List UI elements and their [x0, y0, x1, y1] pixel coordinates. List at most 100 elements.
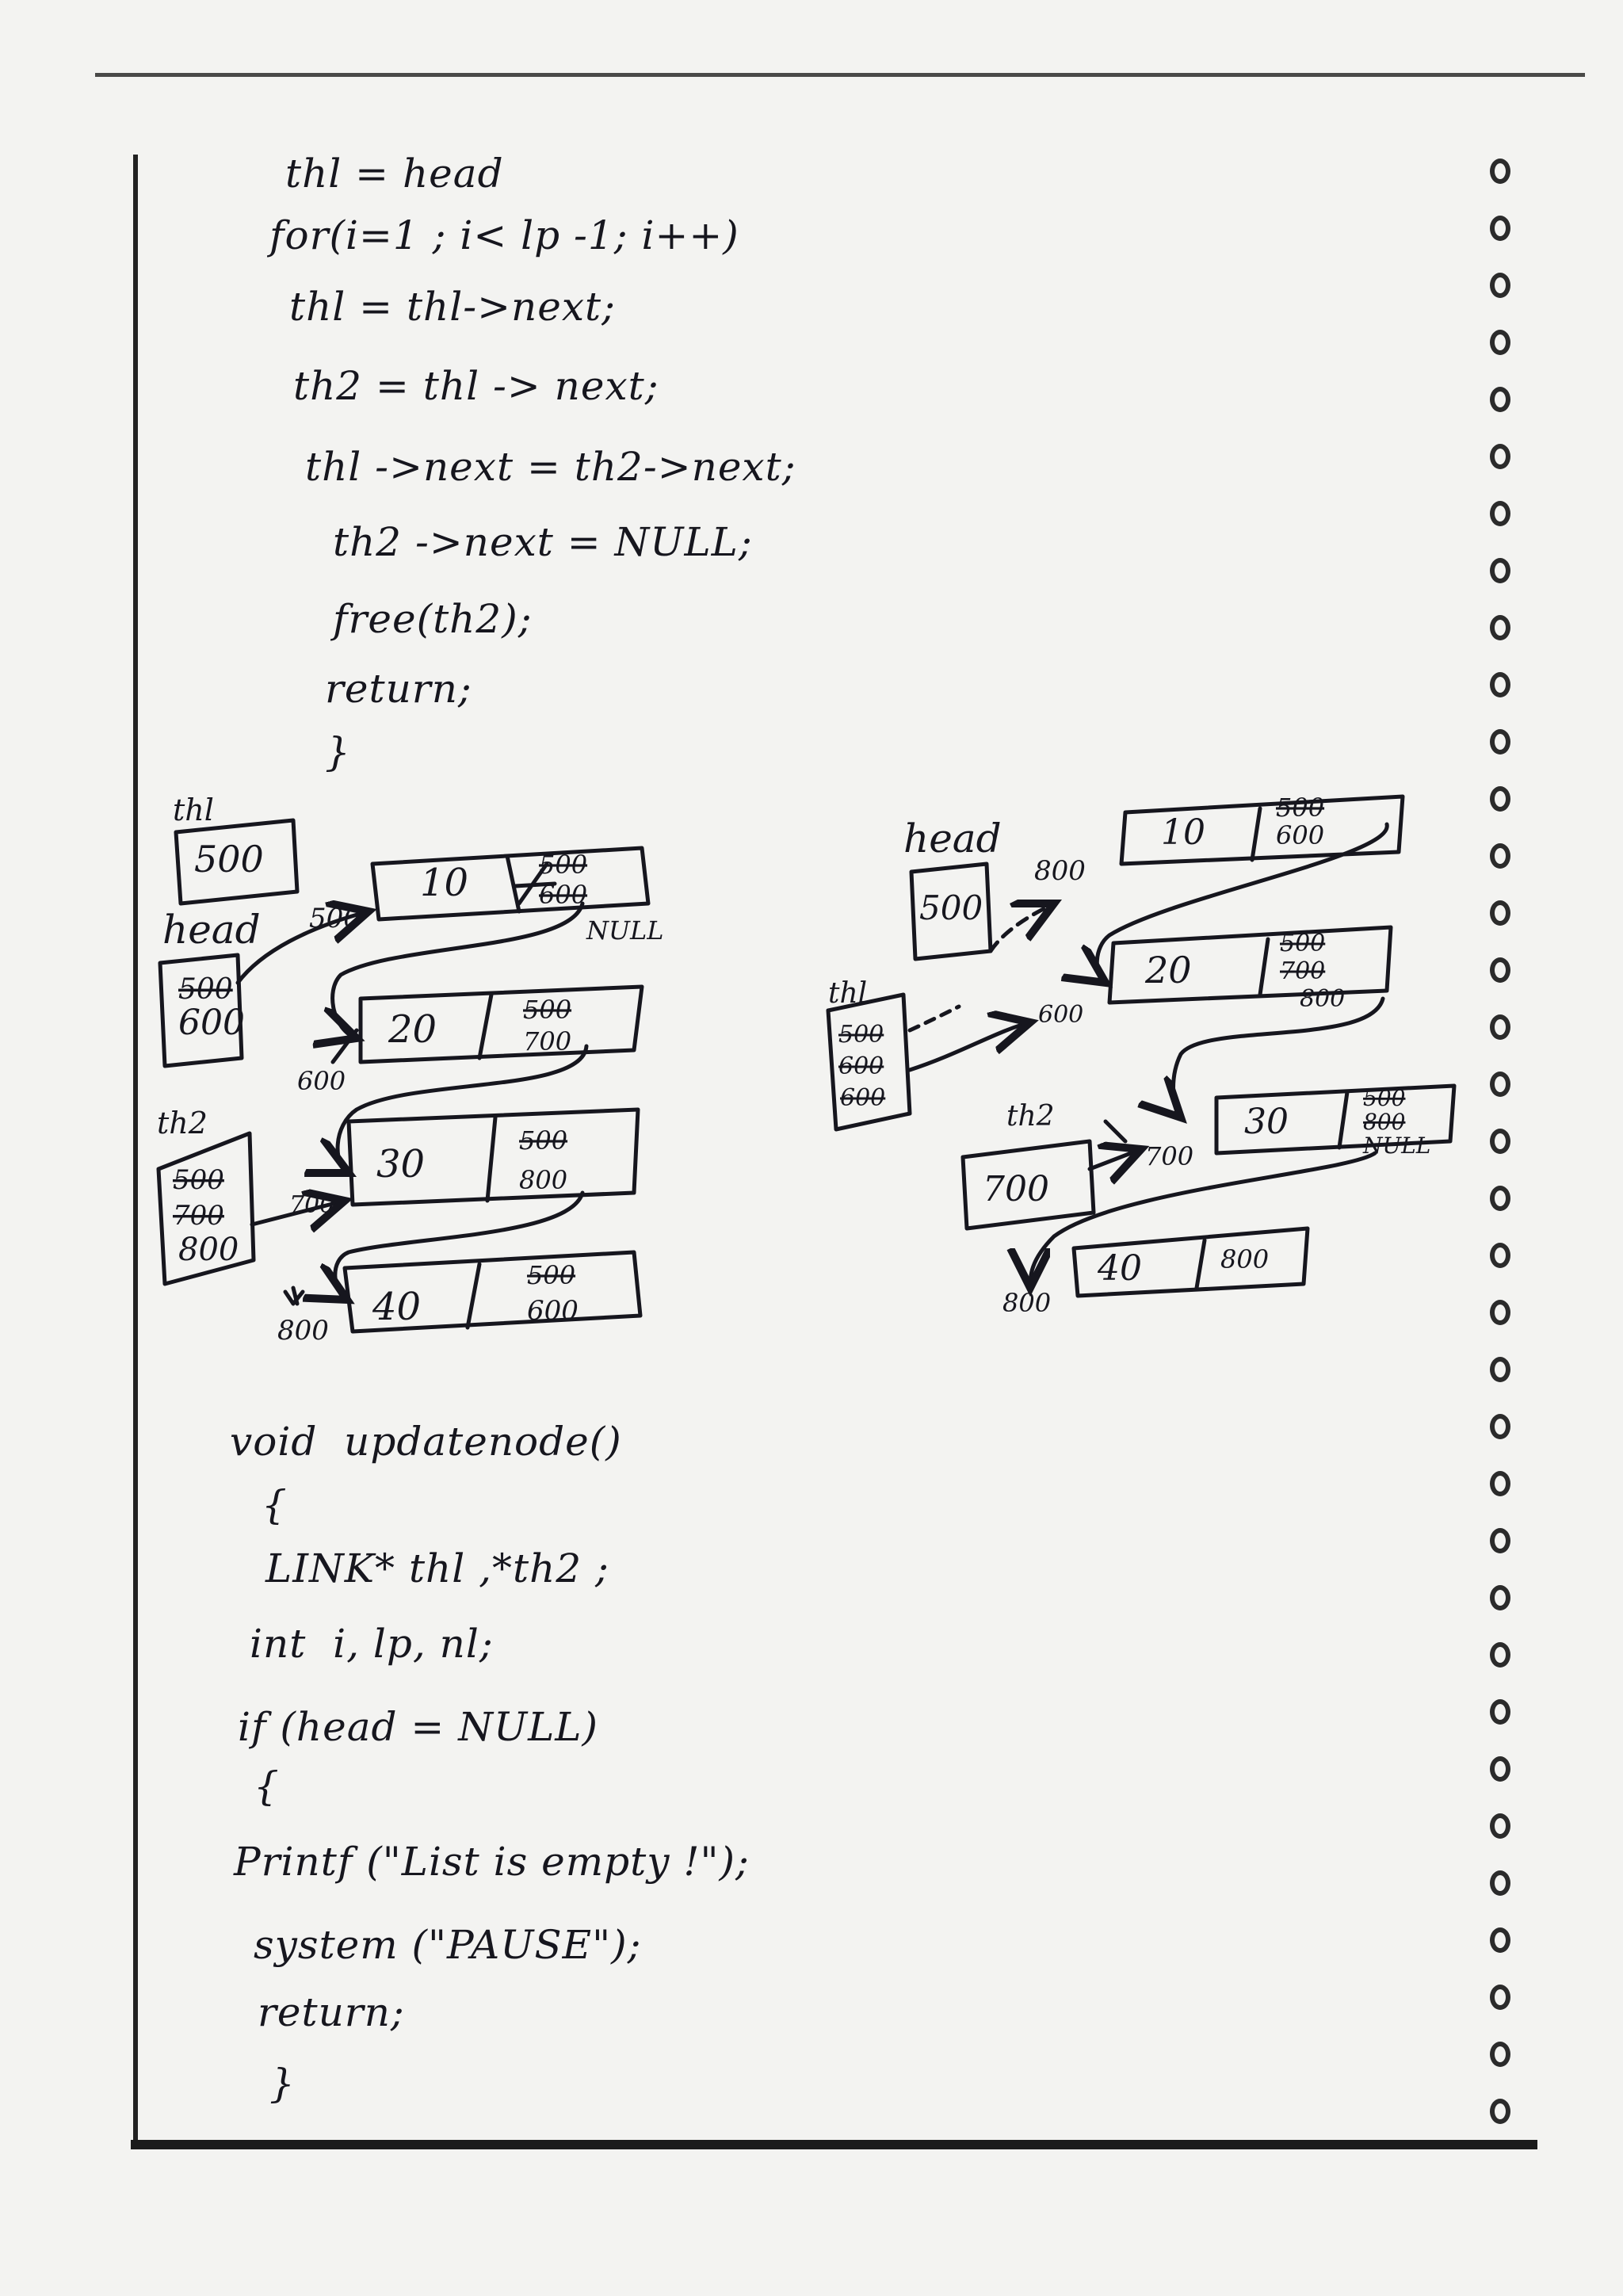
binding-hole	[1490, 843, 1510, 869]
code-line: if (head = NULL)	[238, 1704, 598, 1750]
top-rule	[95, 73, 1585, 77]
code-line: for(i=1 ; i< lp -1; i++)	[269, 212, 739, 258]
code-line: {	[254, 1763, 280, 1809]
binding-hole	[1490, 558, 1510, 583]
node-next-old: 500	[1363, 1085, 1405, 1111]
node-address: 500	[309, 903, 361, 934]
code-line: return;	[258, 1989, 405, 2035]
node-box	[342, 1250, 643, 1334]
binding-hole	[1490, 273, 1510, 298]
binding-hole	[1490, 1585, 1510, 1610]
thl-value: 600	[838, 1052, 884, 1080]
code-line: }	[269, 2061, 296, 2107]
binding-hole	[1490, 444, 1510, 469]
node-next-new: 800	[1220, 1244, 1269, 1274]
head-label: head	[903, 816, 1002, 861]
binding-hole	[1490, 615, 1510, 640]
binding-hole	[1490, 1129, 1510, 1154]
code-line: LINK* thl ,*th2 ;	[265, 1545, 609, 1591]
node-address: 700	[289, 1191, 334, 1219]
node-address: 800	[1002, 1288, 1051, 1318]
binding-hole	[1490, 159, 1510, 184]
node-data: 20	[1144, 949, 1192, 991]
binding-hole	[1490, 1870, 1510, 1896]
thl-box	[174, 818, 300, 906]
binding-hole	[1490, 1300, 1510, 1325]
node-next-old: 500	[523, 995, 571, 1025]
binding-hole	[1490, 1414, 1510, 1439]
th2-value: 700	[173, 1200, 224, 1232]
th2-label: th2	[1006, 1100, 1055, 1133]
binding-hole	[1490, 1243, 1510, 1268]
binding-hole	[1490, 900, 1510, 926]
th2-box	[156, 1131, 256, 1286]
thl-value: 600	[840, 1084, 885, 1112]
node-next-new: 600	[527, 1295, 579, 1327]
head-box	[158, 953, 244, 1068]
binding-hole	[1490, 1014, 1510, 1040]
binding-hole	[1490, 1756, 1510, 1782]
code-line: thl = head	[285, 151, 504, 197]
spiral-binding-holes	[1490, 159, 1522, 2164]
thl-value: 500	[194, 838, 264, 881]
code-line: th2 ->next = NULL;	[333, 519, 753, 565]
code-line: Printf ("List is empty !");	[234, 1839, 750, 1885]
binding-hole	[1490, 1699, 1510, 1725]
binding-hole	[1490, 1357, 1510, 1382]
node-next-old: 500	[539, 850, 587, 880]
binding-hole	[1490, 1186, 1510, 1211]
node-tail-null: NULL	[586, 915, 663, 946]
code-line: void updatenode()	[230, 1419, 622, 1465]
th2-box	[960, 1139, 1096, 1231]
code-line: int i, lp, nl;	[250, 1621, 494, 1667]
node-address: 700	[1145, 1141, 1193, 1171]
node-next-new: 800	[519, 1165, 567, 1195]
thl-label: thl	[828, 977, 867, 1010]
code-line: {	[262, 1482, 288, 1528]
binding-hole	[1490, 1927, 1510, 1953]
node-next-old: 500	[527, 1260, 575, 1290]
node-data: 30	[376, 1142, 425, 1186]
node-tail-null: NULL	[1362, 1133, 1430, 1159]
node-next-new: 700	[523, 1026, 571, 1056]
left-margin-rule	[133, 155, 138, 2140]
node-next-new: 700	[1280, 957, 1325, 985]
node-box	[370, 846, 651, 922]
binding-hole	[1490, 2042, 1510, 2067]
node-address: 600	[297, 1066, 346, 1096]
binding-hole	[1490, 729, 1510, 755]
node-next-new: 800	[1363, 1109, 1405, 1135]
code-line: free(th2);	[333, 596, 533, 642]
th2-label: th2	[157, 1106, 208, 1140]
node-box	[1214, 1083, 1457, 1156]
binding-hole	[1490, 1072, 1510, 1097]
node-data: 40	[1097, 1248, 1142, 1289]
binding-hole	[1490, 501, 1510, 526]
binding-hole	[1490, 672, 1510, 697]
head-old-value: 500	[178, 973, 233, 1006]
node-data: 10	[1161, 812, 1205, 853]
node-address: 800	[1034, 855, 1086, 887]
head-label: head	[162, 907, 261, 953]
thl-label: thl	[173, 793, 214, 827]
binding-hole	[1490, 1642, 1510, 1668]
binding-hole	[1490, 1813, 1510, 1839]
binding-hole	[1490, 957, 1510, 983]
head-value: 500	[919, 888, 983, 927]
node-next-new: 600	[1276, 820, 1324, 850]
code-line: thl = thl->next;	[289, 284, 616, 330]
node-address: 600	[1038, 1001, 1083, 1029]
binding-hole	[1490, 330, 1510, 355]
node-next-old: 500	[1276, 793, 1324, 823]
binding-hole	[1490, 1985, 1510, 2010]
node-box	[1119, 794, 1405, 866]
code-line: thl ->next = th2->next;	[305, 444, 796, 490]
node-next-new: 600	[539, 880, 587, 910]
binding-hole	[1490, 387, 1510, 412]
binding-hole	[1490, 786, 1510, 812]
binding-hole	[1490, 1471, 1510, 1496]
node-next-extra: 800	[1300, 985, 1345, 1013]
code-line: return;	[325, 666, 472, 712]
